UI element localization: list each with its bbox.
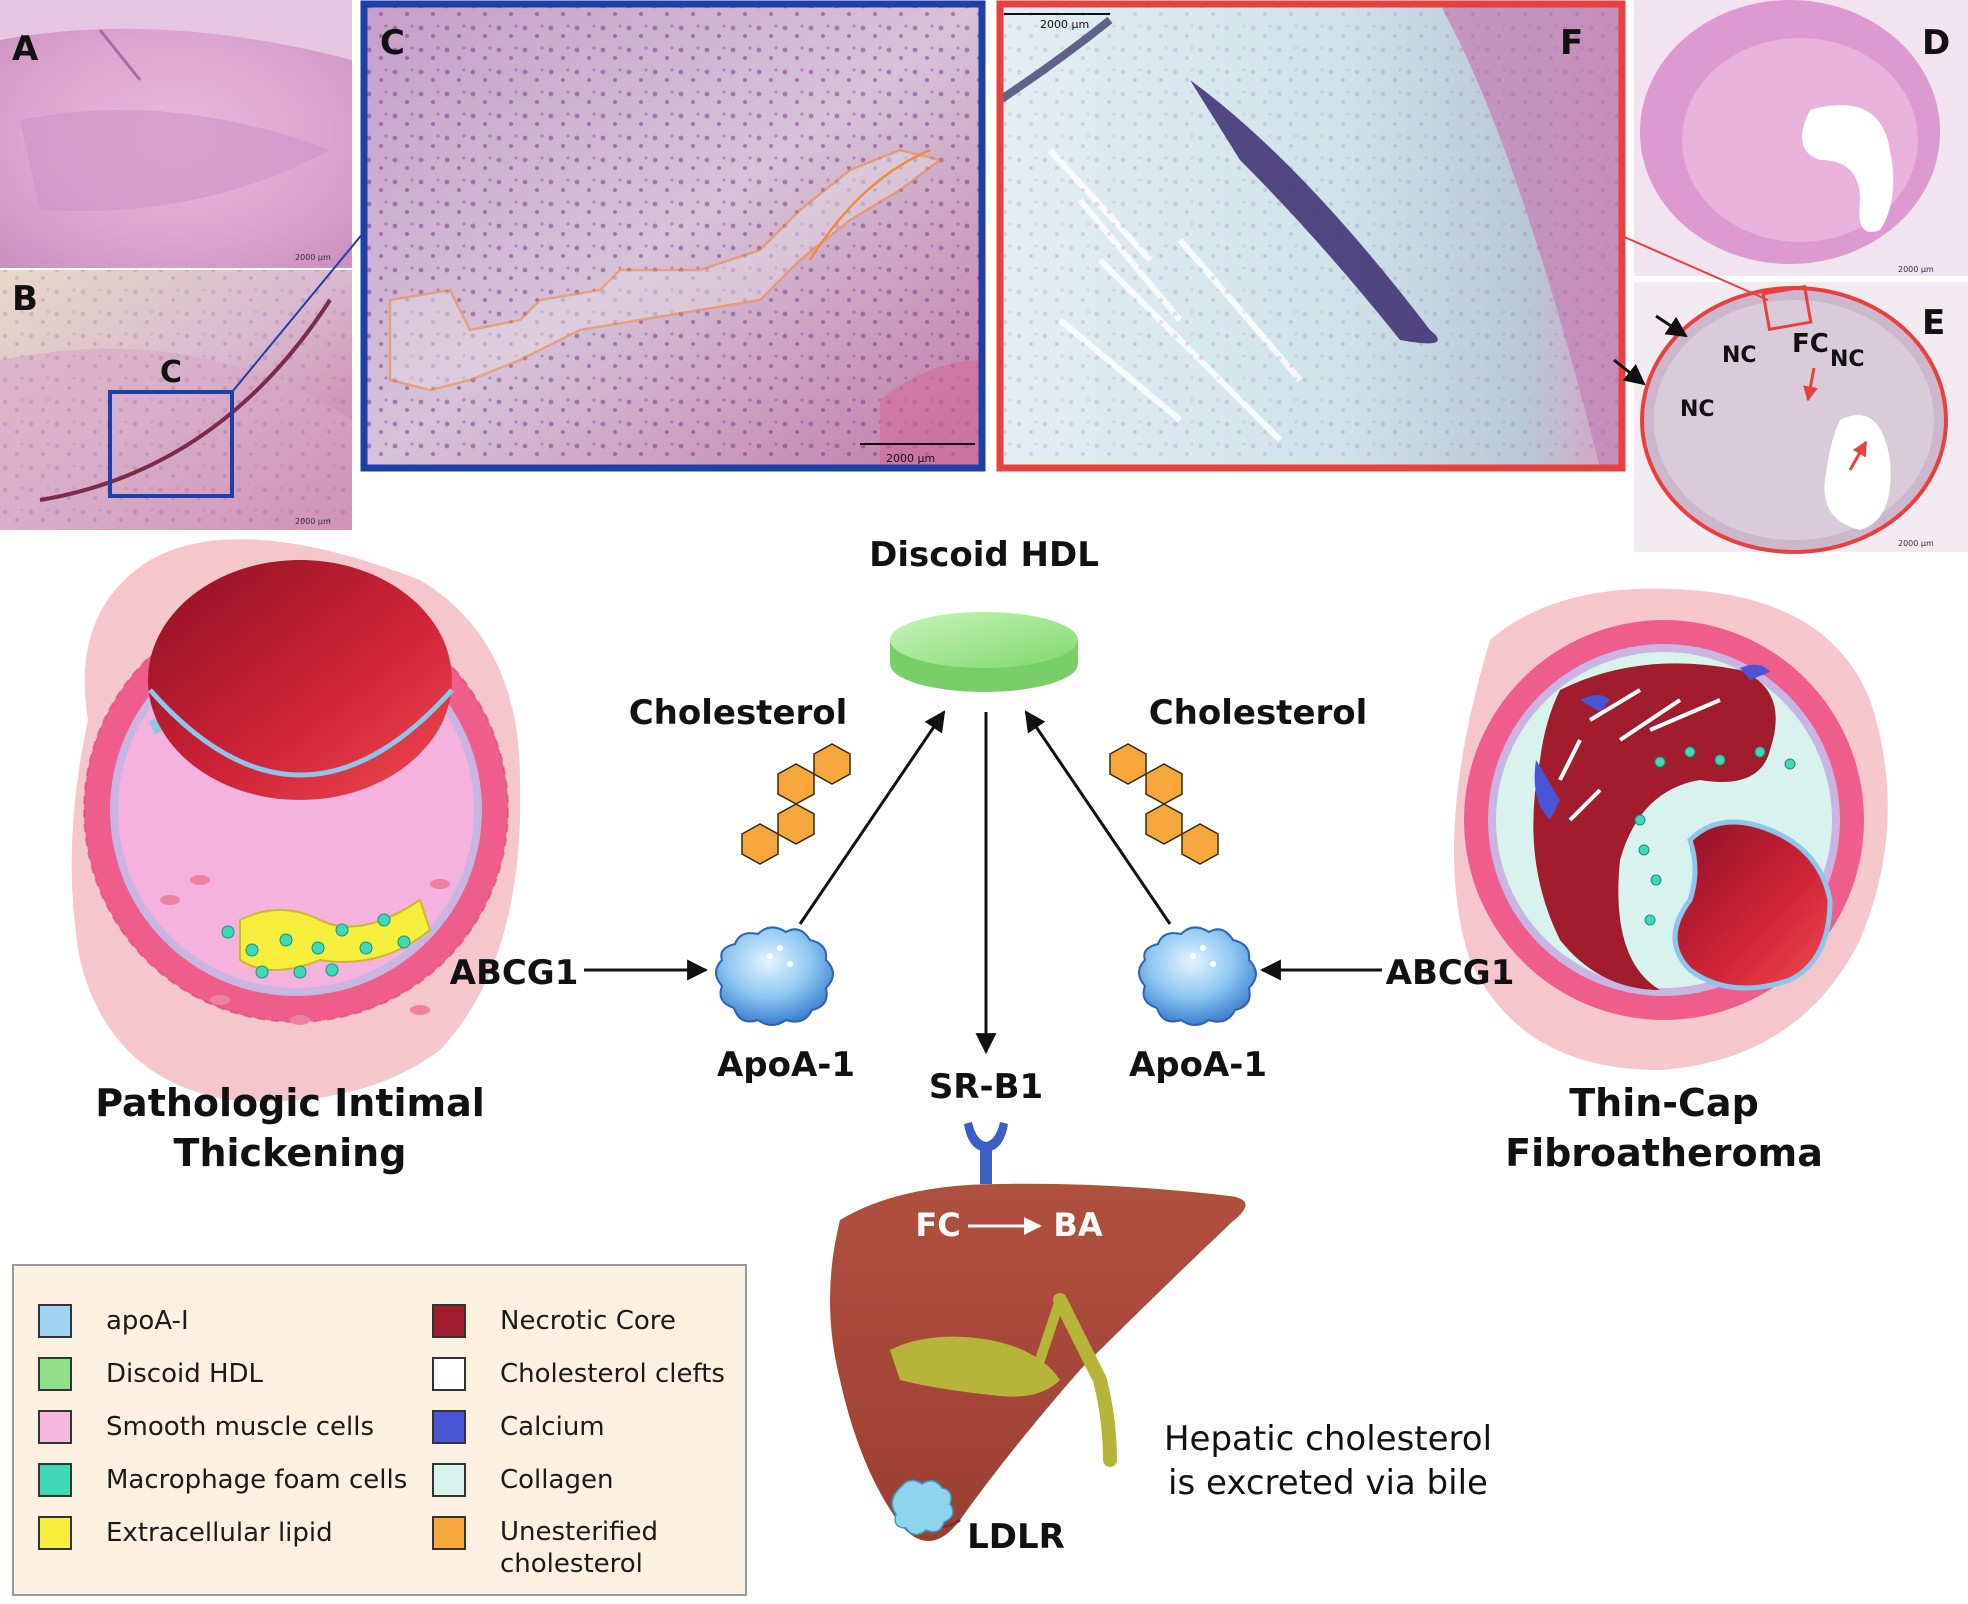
tcfa-title-line1: Thin-Cap xyxy=(1569,1081,1759,1125)
histology-panel-e: E NC NC NC FC 2000 μm xyxy=(1613,282,1968,554)
legend-item-smooth-muscle: Smooth muscle cells xyxy=(38,1410,374,1444)
liver-fc-label: FC xyxy=(915,1206,960,1244)
arrow-apoa1-left-to-hdl xyxy=(798,710,946,925)
zoom-box-c-label: C xyxy=(160,355,182,390)
legend-swatch xyxy=(38,1410,72,1444)
zoom-box-c xyxy=(108,390,234,498)
scale-label-b: 2000 μm xyxy=(295,517,331,526)
discoid-hdl-icon xyxy=(890,612,1078,692)
pit-title-line2: Thickening xyxy=(174,1131,407,1175)
cholesterol-molecule-right xyxy=(1109,743,1219,865)
ldlr-label: LDLR xyxy=(967,1517,1065,1557)
legend-swatch xyxy=(432,1463,466,1497)
histology-panel-f: F 2000 μm xyxy=(996,0,1626,472)
srb1-receptor-icon xyxy=(964,1122,1008,1184)
panel-letter-e: E xyxy=(1922,303,1945,343)
abcg1-label-right: ABCG1 xyxy=(1386,953,1515,993)
legend-swatch xyxy=(432,1357,466,1391)
scale-label-f: 2000 μm xyxy=(1040,18,1089,31)
discoid-hdl-label: Discoid HDL xyxy=(869,535,1099,575)
panel-letter-a: A xyxy=(12,29,39,69)
legend-label: Calcium xyxy=(500,1412,605,1442)
apoa1-particle-right xyxy=(1138,926,1257,1026)
cholesterol-molecule-left xyxy=(741,743,851,865)
legend-label: apoA-I xyxy=(106,1306,189,1336)
legend-label: Necrotic Core xyxy=(500,1306,676,1336)
legend-label: Unesterified cholesterol xyxy=(500,1517,659,1579)
label-nc-2: NC xyxy=(1680,397,1715,422)
legend-item-collagen: Collagen xyxy=(432,1463,613,1497)
panel-c-frame xyxy=(360,0,986,472)
legend-label: Macrophage foam cells xyxy=(106,1465,408,1495)
legend-item-necrotic-core: Necrotic Core xyxy=(432,1304,676,1338)
legend-label: Discoid HDL xyxy=(106,1359,264,1389)
label-nc-3: NC xyxy=(1830,347,1865,372)
panel-letter-c: C xyxy=(380,23,405,63)
hepatic-text-line2: is excreted via bile xyxy=(1168,1463,1488,1503)
histology-panel-c: C 2000 μm xyxy=(360,0,986,472)
legend-label: Collagen xyxy=(500,1465,614,1495)
liver-ba-label: BA xyxy=(1053,1206,1102,1244)
zoom-connector-c xyxy=(231,231,365,393)
scale-label-e: 2000 μm xyxy=(1898,539,1934,548)
histology-panel-d: D 2000 μm xyxy=(1634,0,1968,276)
ldlr-receptor-icon xyxy=(891,1479,954,1536)
arrow-apoa1-right-to-hdl xyxy=(1024,710,1172,925)
legend-swatch xyxy=(38,1304,72,1338)
histology-panel-a: A 2000 μm xyxy=(0,0,352,268)
apoa1-label-left: ApoA-1 xyxy=(717,1045,855,1085)
apoa1-label-right: ApoA-1 xyxy=(1129,1045,1267,1085)
liver-illustration xyxy=(830,1183,1246,1542)
legend-swatch xyxy=(38,1357,72,1391)
legend-swatch xyxy=(38,1463,72,1497)
thin-cap-fibroatheroma-vessel xyxy=(1454,588,1888,1070)
legend-label: Cholesterol clefts xyxy=(500,1359,725,1389)
abcg1-label-left: ABCG1 xyxy=(450,953,579,993)
scale-label-a: 2000 μm xyxy=(295,253,331,262)
legend-label: Smooth muscle cells xyxy=(106,1412,374,1442)
panel-letter-b: B xyxy=(12,279,38,319)
legend-item-cholesterol-clefts: Cholesterol clefts xyxy=(432,1357,725,1391)
legend-swatch xyxy=(38,1516,72,1550)
zoom-connector-f xyxy=(1621,235,1769,301)
histology-panel-b: B C 2000 μm xyxy=(0,270,352,530)
panel-letter-d: D xyxy=(1922,23,1950,63)
legend-swatch xyxy=(432,1516,466,1550)
cholesterol-label-right: Cholesterol xyxy=(1149,693,1368,733)
label-fc: FC xyxy=(1792,329,1829,359)
legend-label: Extracellular lipid xyxy=(106,1518,333,1548)
legend-item-extracellular-lipid: Extracellular lipid xyxy=(38,1516,333,1550)
legend: apoA-I Discoid HDL Smooth muscle cells M… xyxy=(12,1264,747,1596)
tcfa-title-line2: Fibroatheroma xyxy=(1505,1131,1823,1175)
panel-letter-f: F xyxy=(1560,23,1583,63)
hepatic-text-line1: Hepatic cholesterol xyxy=(1164,1419,1492,1459)
label-nc-1: NC xyxy=(1722,343,1757,368)
srb1-label: SR-B1 xyxy=(929,1067,1043,1107)
scale-label-d: 2000 μm xyxy=(1898,265,1934,274)
legend-swatch xyxy=(432,1304,466,1338)
apoa1-particle-left xyxy=(715,926,834,1026)
pathologic-intimal-thickening-vessel xyxy=(71,539,521,1102)
scale-label-c: 2000 μm xyxy=(886,452,935,465)
legend-item-unesterified-cholesterol: Unesterified cholesterol xyxy=(432,1516,658,1580)
cholesterol-label-left: Cholesterol xyxy=(629,693,848,733)
legend-item-macrophage: Macrophage foam cells xyxy=(38,1463,407,1497)
pit-title-line1: Pathologic Intimal xyxy=(95,1081,485,1125)
legend-item-calcium: Calcium xyxy=(432,1410,605,1444)
legend-item-discoid-hdl: Discoid HDL xyxy=(38,1357,263,1391)
legend-swatch xyxy=(432,1410,466,1444)
legend-item-apoa1: apoA-I xyxy=(38,1304,189,1338)
